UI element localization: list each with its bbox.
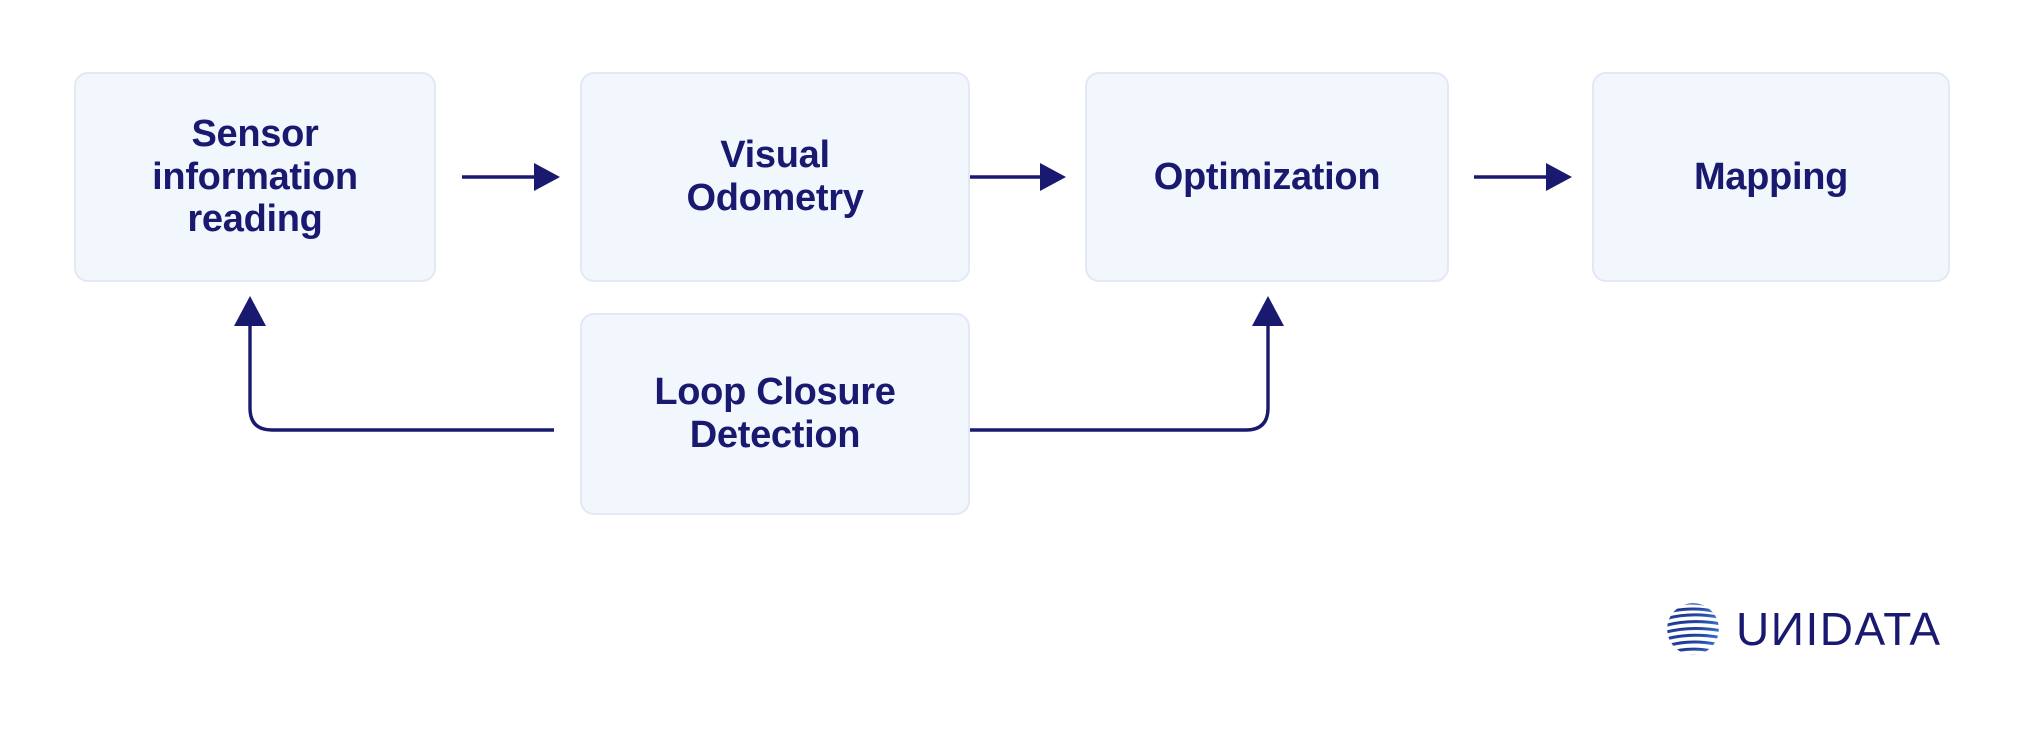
arrow-odometry-to-optimization bbox=[968, 163, 1066, 191]
node-mapping[interactable]: Mapping bbox=[1592, 72, 1950, 282]
node-label: Sensor information reading bbox=[152, 113, 358, 241]
node-label: Visual Odometry bbox=[686, 134, 864, 219]
arrow-sensor-to-odometry bbox=[462, 163, 560, 191]
brand-logo: UNIDATA bbox=[1664, 600, 1942, 658]
arrow-optimization-to-mapping bbox=[1474, 163, 1572, 191]
node-visual-odometry[interactable]: Visual Odometry bbox=[580, 72, 970, 282]
node-sensor-information-reading[interactable]: Sensor information reading bbox=[74, 72, 436, 282]
arrow-loop-to-sensor bbox=[234, 296, 554, 432]
globe-sphere-icon bbox=[1666, 602, 1720, 656]
brand-letters-idata: IDATA bbox=[1805, 603, 1942, 655]
node-label: Loop Closure Detection bbox=[654, 371, 896, 456]
brand-wordmark: UNIDATA bbox=[1736, 603, 1942, 655]
brand-letter-u: U bbox=[1736, 603, 1771, 655]
brand-letter-n-flipped: N bbox=[1770, 603, 1806, 655]
arrow-loop-to-optimization bbox=[970, 296, 1284, 432]
node-label: Optimization bbox=[1153, 155, 1381, 198]
node-optimization[interactable]: Optimization bbox=[1085, 72, 1449, 282]
node-loop-closure-detection[interactable]: Loop Closure Detection bbox=[580, 313, 970, 515]
node-label: Mapping bbox=[1693, 155, 1849, 198]
